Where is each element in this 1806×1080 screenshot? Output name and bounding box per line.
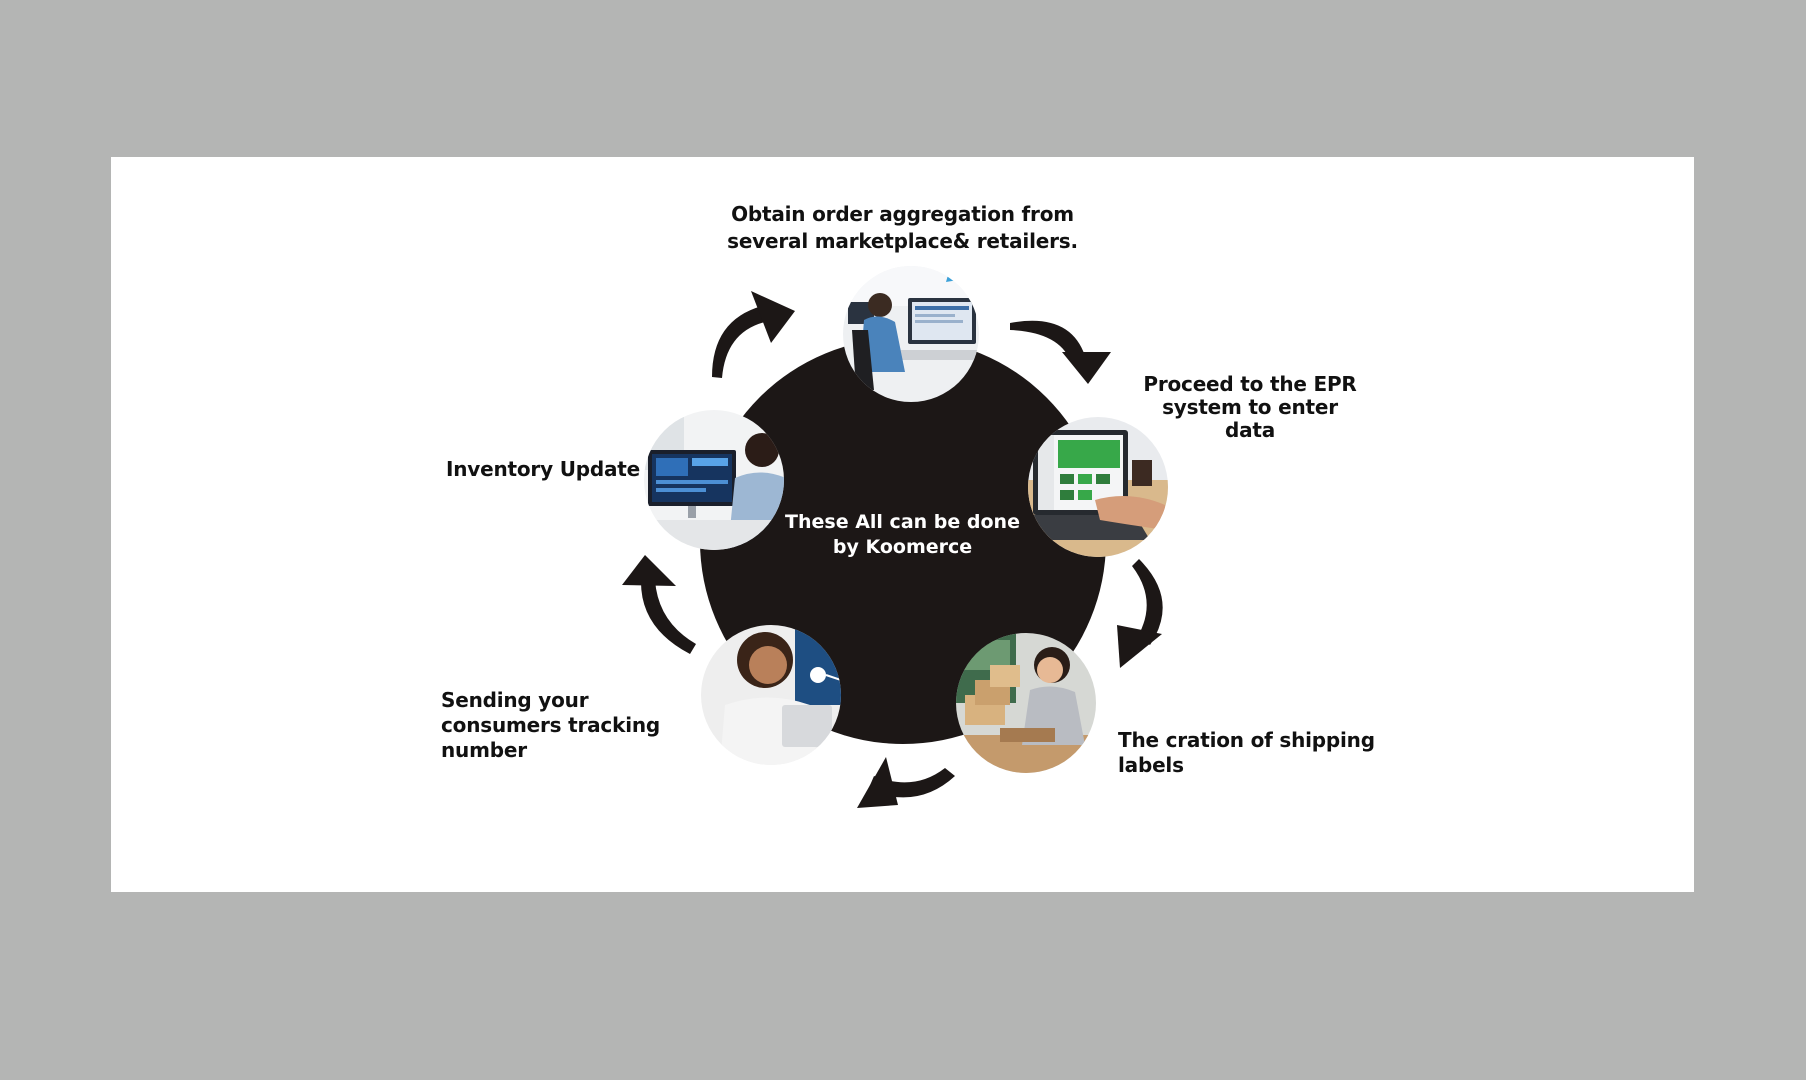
arrow-icon — [622, 555, 696, 654]
step-label-epr: Proceed to the EPR system to enter data — [1143, 372, 1357, 442]
arrow-icon — [1010, 320, 1111, 384]
smiling-woman-laptop-photo — [701, 625, 841, 765]
person-at-desktop-photo — [843, 266, 979, 402]
arrow-icon — [1117, 559, 1163, 668]
step-label-shipping: The cration of shipping labels — [1118, 728, 1375, 777]
step-label-tracking: Sending your consumers tracking number — [441, 688, 660, 762]
arrow-icon — [712, 291, 795, 378]
laptop-dashboard-photo — [1028, 417, 1168, 557]
woman-with-boxes-photo — [956, 633, 1096, 773]
arrow-icon — [857, 757, 955, 808]
step-label-inventory: Inventory Update — [446, 457, 640, 481]
step-label-aggregation: Obtain order aggregation from several ma… — [727, 202, 1078, 253]
center-caption: These All can be done by Koomerce — [785, 511, 1020, 558]
cycle-arrows — [622, 291, 1163, 808]
